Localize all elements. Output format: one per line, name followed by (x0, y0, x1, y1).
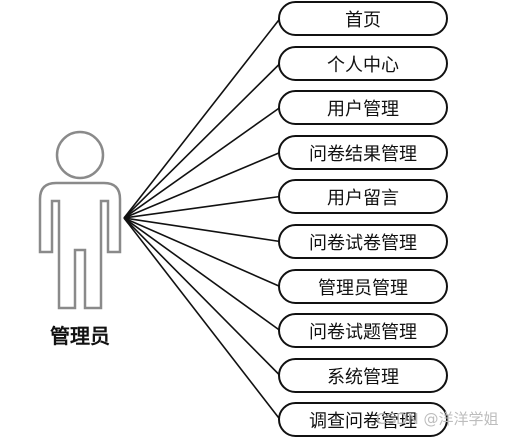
person-icon (38, 130, 122, 310)
use-case-questionnaire-paper-management: 问卷试卷管理 (278, 224, 448, 259)
use-case-system-management: 系统管理 (278, 358, 448, 393)
association-line-user-message (123, 195, 281, 219)
use-case-user-management: 用户管理 (278, 90, 448, 125)
watermark: CSDN @洋洋学姐 (376, 410, 499, 428)
use-case-admin-management: 管理员管理 (278, 269, 448, 304)
association-line-admin-management (123, 217, 281, 288)
association-line-personal-center (123, 62, 281, 219)
association-line-questionnaire-question-management (123, 217, 281, 332)
actor-label: 管理员 (50, 324, 110, 348)
actor-body (38, 181, 122, 310)
association-line-home (123, 18, 281, 219)
association-line-user-management (123, 106, 281, 219)
use-case-survey-questionnaire-management: 调查问卷管理 (278, 402, 448, 437)
use-case-questionnaire-question-management: 问卷试题管理 (278, 313, 448, 348)
use-case-home: 首页 (278, 1, 448, 36)
use-case-personal-center: 个人中心 (278, 46, 448, 81)
association-line-questionnaire-result-management (123, 151, 281, 219)
association-line-survey-questionnaire-management (123, 217, 281, 420)
association-line-system-management (123, 217, 281, 377)
association-lines (123, 18, 281, 420)
association-line-questionnaire-paper-management (123, 217, 281, 243)
use-case-user-message: 用户留言 (278, 179, 448, 214)
use-case-questionnaire-result-management: 问卷结果管理 (278, 135, 448, 170)
actor-head (55, 130, 105, 180)
